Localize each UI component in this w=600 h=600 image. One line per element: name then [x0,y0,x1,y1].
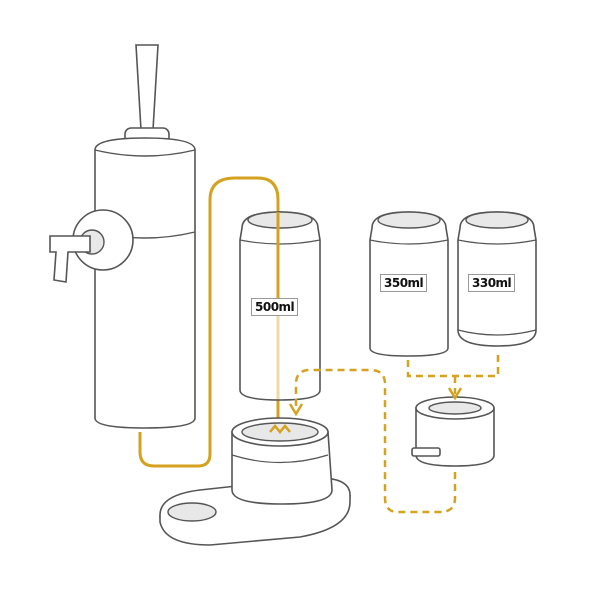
can-330ml-label: 330ml [468,274,516,292]
adapter-arrow-icon [447,387,463,401]
can-350ml-label: 350ml [380,274,428,292]
beer-server [49,44,196,429]
alt-flow-dashed-line [294,350,500,514]
can-adapter [411,396,495,467]
tap-spout-icon [49,235,91,283]
server-lever [135,44,159,131]
can-500ml-label: 500ml [251,298,299,316]
base-drip-tray [167,502,217,522]
dispenser-base [159,417,351,546]
base-cup-holder [231,431,333,505]
cup-arrow-icon [288,403,304,417]
server-body [94,137,196,429]
